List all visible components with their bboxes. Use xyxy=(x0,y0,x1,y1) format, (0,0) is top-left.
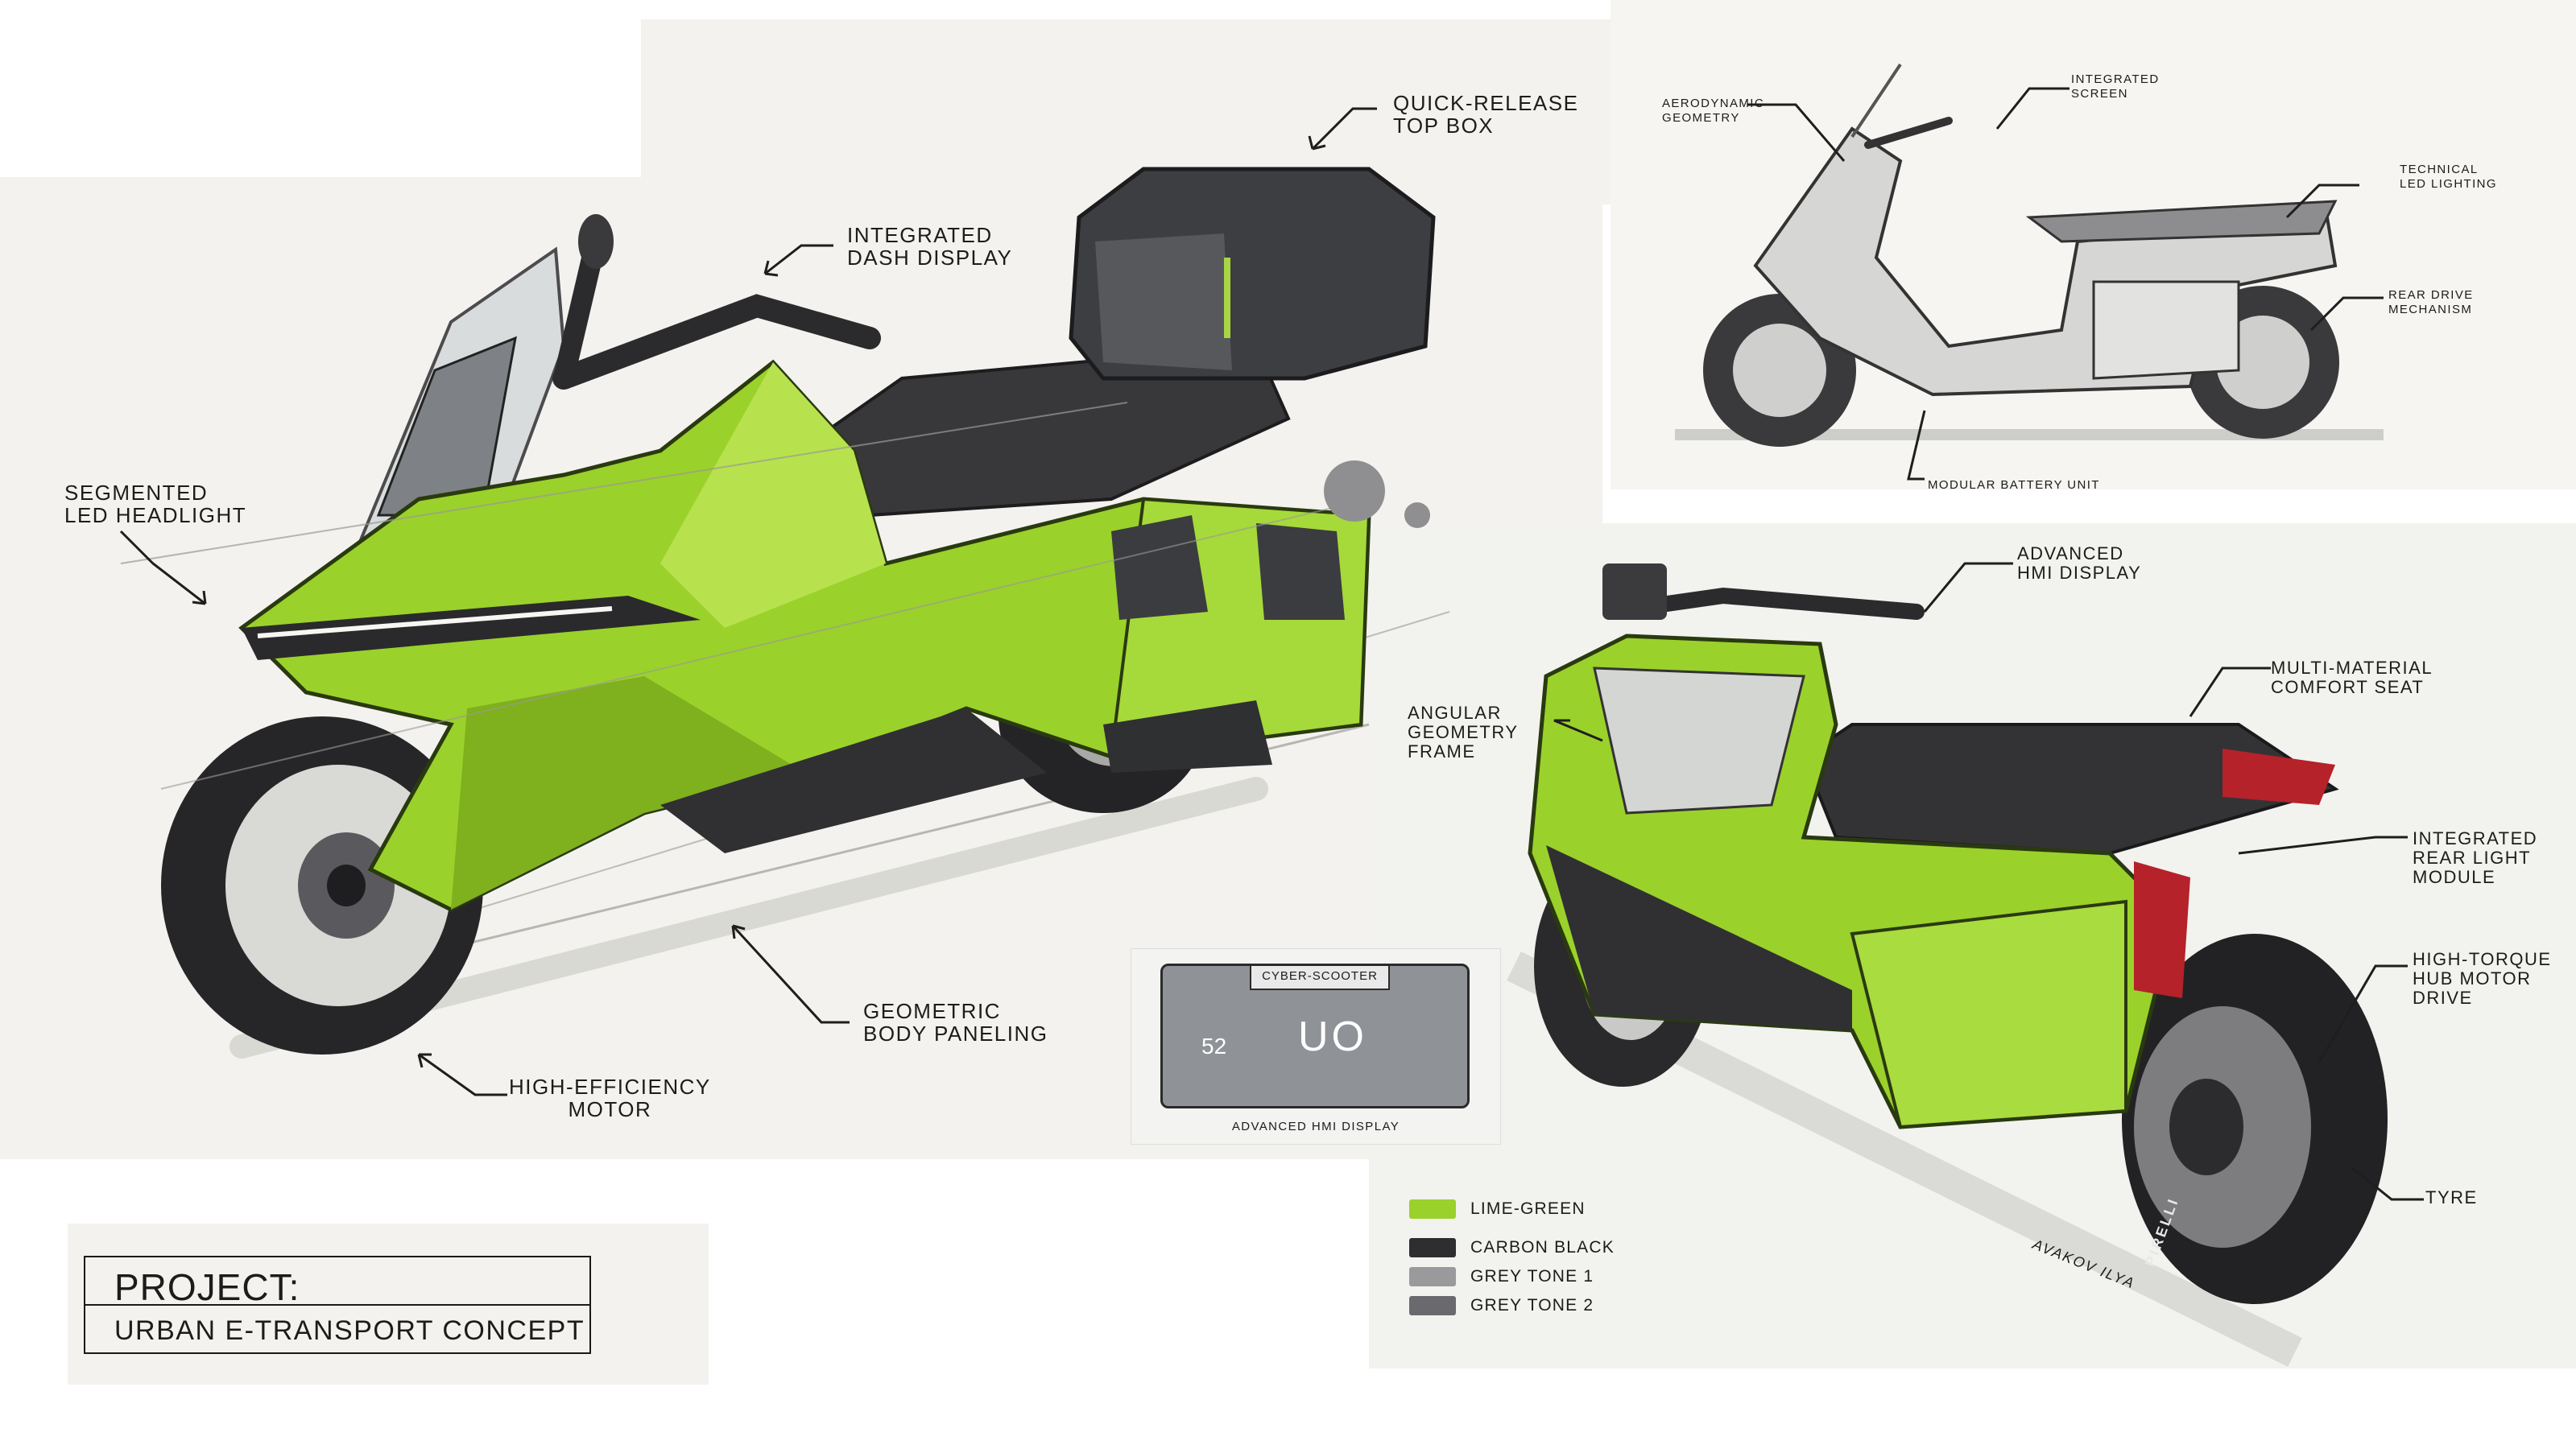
main-sketch-panel-top xyxy=(641,19,1615,204)
project-label: PROJECT: xyxy=(114,1266,300,1308)
project-divider xyxy=(85,1304,589,1306)
rear-view-scooter-sketch xyxy=(1507,563,2388,1367)
hmi-screen: CYBER-SCOOTER 52 UO xyxy=(1160,964,1470,1108)
callout-technical-led-lighting: TECHNICAL LED LIGHTING xyxy=(2400,163,2497,191)
main-scooter-sketch xyxy=(120,167,1450,1059)
hmi-caption: ADVANCED HMI DISPLAY xyxy=(1231,1120,1400,1133)
callout-integrated-rear-light-module: INTEGRATED REAR LIGHT MODULE xyxy=(2413,828,2538,887)
callout-angular-geometry-frame: ANGULAR GEOMETRY FRAME xyxy=(1408,703,1519,762)
callout-integrated-screen: INTEGRATED SCREEN xyxy=(2071,72,2160,101)
legend-swatch xyxy=(1409,1296,1456,1315)
callout-advanced-hmi-display: ADVANCED HMI DISPLAY xyxy=(2017,543,2142,583)
project-name: URBAN E-TRANSPORT CONCEPT xyxy=(114,1315,585,1346)
legend-swatch xyxy=(1409,1199,1456,1219)
callout-geometric-body-paneling: GEOMETRIC BODY PANELING xyxy=(863,999,1048,1046)
hmi-title: CYBER-SCOOTER xyxy=(1250,964,1390,990)
callout-high-efficiency-motor: HIGH-EFFICIENCY MOTOR xyxy=(509,1075,711,1121)
hmi-speed-readout: 52 xyxy=(1201,1034,1227,1059)
callout-high-torque-hub-motor-drive: HIGH-TORQUE HUB MOTOR DRIVE xyxy=(2413,949,2552,1008)
callout-segmented-led-headlight: SEGMENTED LED HEADLIGHT xyxy=(64,481,247,527)
legend-label: GREY TONE 1 xyxy=(1470,1267,1594,1286)
callout-leaders xyxy=(119,87,2424,1201)
callout-tyre: TYRE xyxy=(2425,1187,2478,1207)
legend-label: LIME-GREEN xyxy=(1470,1199,1586,1218)
hmi-gear-readout: UO xyxy=(1298,1013,1367,1060)
hmi-display-card: CYBER-SCOOTER 52 UO ADVANCED HMI DISPLAY xyxy=(1131,948,1501,1145)
legend-label: GREY TONE 2 xyxy=(1470,1296,1594,1315)
callout-modular-battery-unit: MODULAR BATTERY UNIT xyxy=(1928,478,2100,492)
callout-rear-drive-mechanism: REAR DRIVE MECHANISM xyxy=(2388,288,2474,316)
callout-multi-material-comfort-seat: MULTI-MATERIAL COMFORT SEAT xyxy=(2271,658,2433,697)
legend-swatch xyxy=(1409,1238,1456,1257)
legend-swatch xyxy=(1409,1267,1456,1286)
side-view-scooter-sketch xyxy=(1675,63,2384,447)
callout-quick-release-top-box: QUICK-RELEASE TOP BOX xyxy=(1393,91,1579,138)
callout-integrated-dash-display: INTEGRATED DASH DISPLAY xyxy=(847,223,1013,270)
legend-label: CARBON BLACK xyxy=(1470,1238,1615,1257)
callout-aerodynamic-geometry: AERODYNAMIC GEOMETRY xyxy=(1662,97,1765,125)
project-title-box: PROJECT: URBAN E-TRANSPORT CONCEPT xyxy=(84,1256,591,1354)
